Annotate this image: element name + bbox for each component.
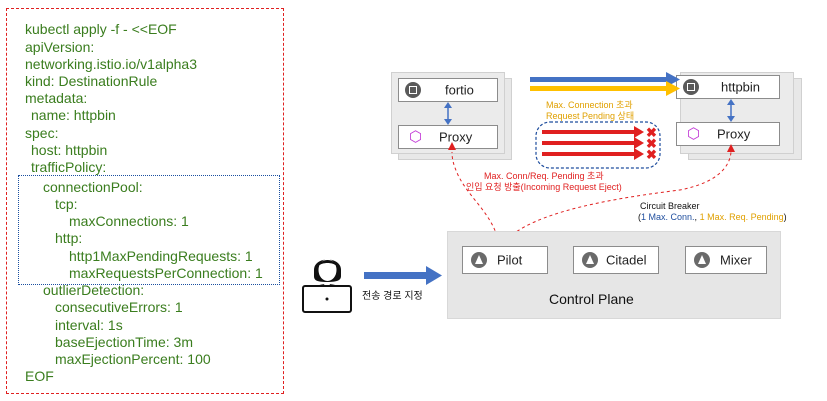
yaml-line: consecutiveErrors: 1 (55, 299, 183, 315)
blue-connection-arrow (530, 72, 680, 87)
citadel-icon (582, 252, 598, 268)
httpbin-proxy-link (727, 99, 735, 122)
mixer-icon (694, 252, 710, 268)
yaml-line: spec: (25, 125, 59, 141)
ejected-requests-group (535, 121, 661, 169)
operator-icon (301, 247, 353, 315)
arrowhead-icon (448, 142, 456, 150)
cb-sep: , (694, 212, 698, 222)
httpbin-proxy-card: ⬡ Proxy (676, 122, 780, 146)
yaml-line: networking.istio.io/v1alpha3 (25, 56, 197, 72)
hexagon-icon: ⬡ (687, 125, 701, 143)
circuit-breaker-settings: (1 Max. Conn., 1 Max. Req. Pending) (638, 212, 787, 223)
chip-icon (405, 82, 421, 98)
yaml-line: apiVersion: (25, 39, 95, 55)
yaml-line: http1MaxPendingRequests: 1 (69, 248, 253, 264)
cb-max-conn: 1 Max. Conn. (641, 212, 695, 222)
mixer-label: Mixer (720, 252, 752, 268)
hexagon-icon: ⬡ (409, 128, 423, 146)
arrowhead-icon (727, 144, 735, 152)
fortio-proxy-label: Proxy (439, 129, 473, 145)
yaml-line: EOF (25, 368, 54, 384)
yaml-line: maxEjectionPercent: 100 (55, 351, 211, 367)
pilot-icon (471, 252, 487, 268)
yaml-line: kubectl apply -f - <<EOF (25, 21, 177, 37)
yaml-line: baseEjectionTime: 3m (55, 334, 193, 350)
pilot-to-httpbin-proxy (499, 151, 732, 249)
fortio-card: fortio (398, 78, 498, 102)
eject-annotation-line2: 인입 요청 방출(Incoming Request Eject) (466, 182, 622, 192)
route-arrow (364, 266, 442, 285)
yaml-line: maxRequestsPerConnection: 1 (69, 265, 263, 281)
yaml-line: trafficPolicy: (31, 159, 107, 175)
eject-annotation-line1: Max. Conn/Req. Pending 초과 (484, 171, 604, 181)
fortio-label: fortio (445, 82, 474, 98)
httpbin-label: httpbin (721, 79, 761, 95)
ejected-request-arrow: ✖ (542, 136, 657, 151)
svg-text:✖: ✖ (646, 136, 657, 151)
fortio-proxy-card: ⬡ Proxy (398, 125, 498, 149)
yaml-line: http: (55, 230, 83, 246)
control-plane-title: Control Plane (549, 291, 634, 307)
mixer-node: Mixer (685, 246, 767, 274)
route-label: 전송 경로 지정 (362, 291, 423, 302)
pilot-node: Pilot (462, 246, 548, 274)
yaml-line: metadata: (25, 90, 88, 106)
yaml-line: tcp: (55, 196, 78, 212)
circuit-breaker-title: Circuit Breaker (640, 201, 700, 211)
svg-text:✖: ✖ (646, 147, 657, 162)
pending-annotation-line1: Max. Connection 초과 (546, 100, 633, 110)
yaml-line: name: httpbin (31, 107, 116, 123)
fortio-proxy-link (444, 102, 452, 125)
citadel-node: Citadel (573, 246, 659, 274)
yaml-line: host: httpbin (31, 142, 108, 158)
pilot-to-fortio-proxy (451, 151, 501, 249)
yaml-line: connectionPool: (43, 179, 143, 195)
pilot-label: Pilot (497, 252, 523, 268)
yaml-line: outlierDetection: (43, 282, 145, 298)
control-plane-panel (447, 231, 781, 319)
httpbin-proxy-label: Proxy (717, 126, 751, 142)
cb-open: ( (638, 212, 641, 222)
yaml-line: interval: 1s (55, 317, 123, 333)
cb-max-pending: 1 Max. Req. Pending (699, 212, 784, 222)
svg-text:✖: ✖ (646, 125, 657, 140)
yaml-line: kind: DestinationRule (25, 73, 158, 89)
yaml-line: maxConnections: 1 (69, 213, 189, 229)
chip-icon (683, 79, 699, 95)
connection-pool-highlight (18, 175, 280, 285)
orange-pending-arrow (530, 81, 680, 96)
ejected-request-arrow: ✖ (542, 125, 657, 140)
httpbin-card: httpbin (676, 75, 780, 99)
pending-annotation-line2: Request Pending 상태 (546, 111, 635, 121)
ejected-request-arrow: ✖ (542, 147, 657, 162)
citadel-label: Citadel (606, 252, 647, 268)
cb-close: ) (783, 212, 787, 222)
yaml-code-panel: kubectl apply -f - <<EOF apiVersion: net… (6, 8, 284, 394)
